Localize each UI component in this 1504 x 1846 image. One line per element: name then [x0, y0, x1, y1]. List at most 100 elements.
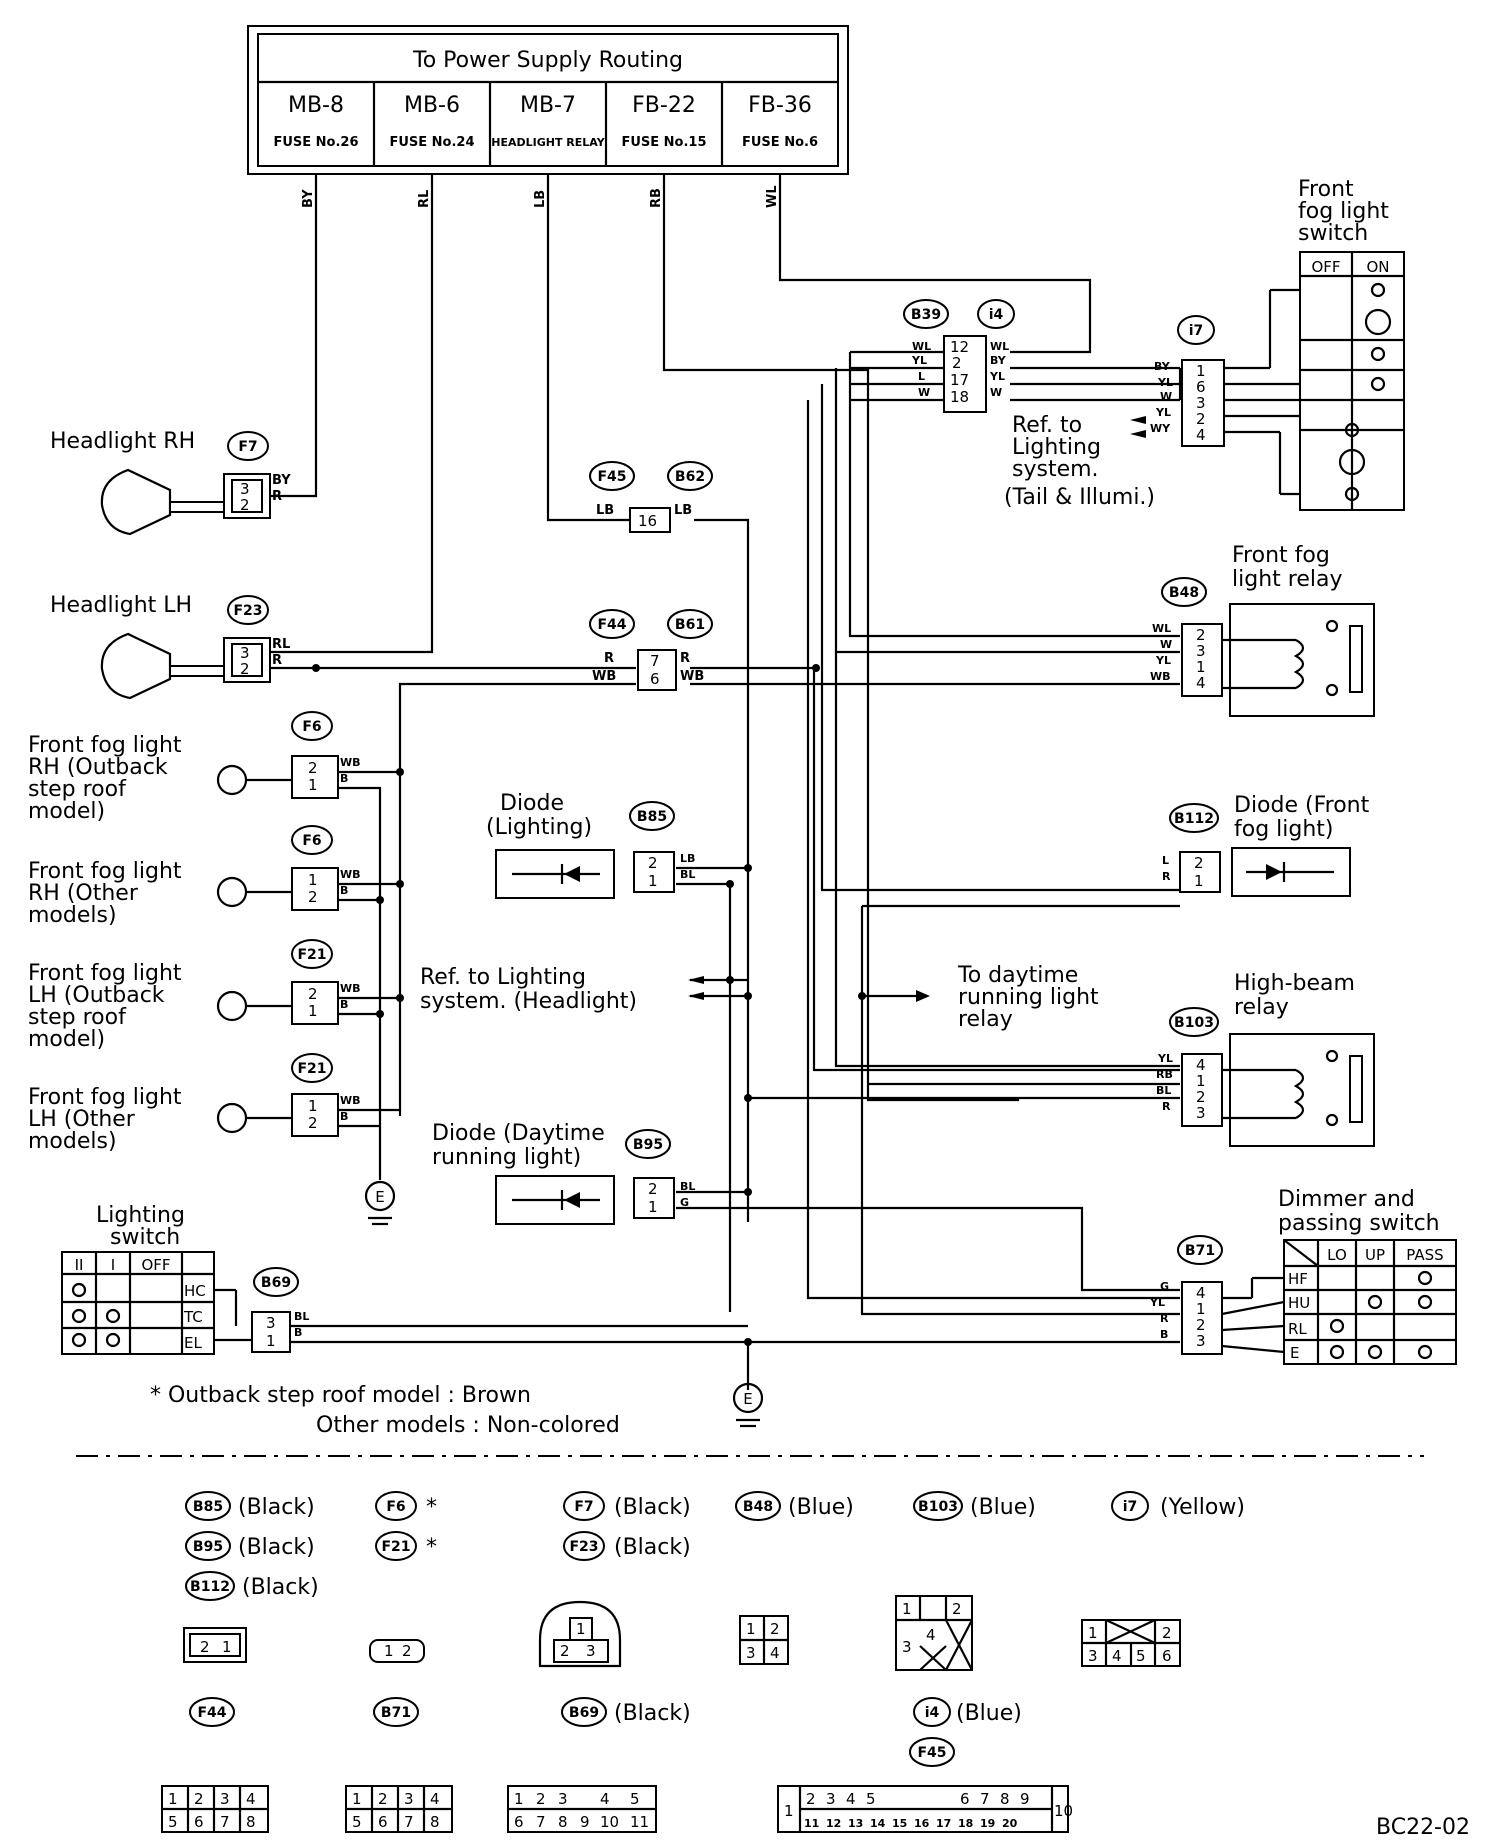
- svg-text:7: 7: [220, 1813, 230, 1831]
- svg-text:WB: WB: [340, 756, 361, 769]
- svg-text:2: 2: [402, 1642, 412, 1660]
- conn-f45: F45: [597, 469, 626, 485]
- svg-text:4: 4: [1112, 1647, 1122, 1665]
- svg-text:LB: LB: [674, 503, 692, 518]
- conn-b103: B103: [1174, 1015, 1214, 1031]
- svg-text:4: 4: [1196, 674, 1206, 692]
- svg-text:R: R: [1162, 870, 1171, 883]
- legend-f21: F21: [381, 1539, 410, 1555]
- conn-b95: B95: [633, 1137, 663, 1153]
- conn-f6-a: F6: [302, 719, 321, 735]
- ps-desc-4: FUSE No.15: [621, 135, 706, 150]
- svg-text:BY: BY: [1154, 360, 1171, 373]
- ref-tail-l4: (Tail & Illumi.): [1004, 485, 1155, 510]
- legend-i7: i7: [1123, 1499, 1138, 1515]
- svg-text:11: 11: [630, 1813, 649, 1831]
- svg-text:2: 2: [1162, 1624, 1172, 1642]
- ref-tail-l3: system.: [1012, 457, 1099, 482]
- ref-headlight: Ref. to Lighting system. (Headlight): [420, 965, 704, 1014]
- svg-text:1: 1: [308, 1002, 318, 1020]
- fog-switch-off: OFF: [1311, 258, 1340, 276]
- svg-text:1: 1: [222, 1638, 232, 1656]
- svg-text:2: 2: [378, 1790, 388, 1808]
- svg-text:3: 3: [240, 644, 250, 662]
- svg-text:BY: BY: [990, 354, 1007, 367]
- svg-text:1: 1: [648, 1198, 658, 1216]
- svg-text:4: 4: [1196, 1056, 1206, 1074]
- ground-symbol-center: E: [732, 1382, 764, 1428]
- svg-text:17: 17: [950, 371, 969, 389]
- connector-labels: F7 F23 F6 F6 F21 F21 F45 B62 F44 B61 B39…: [227, 299, 1223, 1297]
- wire-label-lb: LB: [533, 190, 548, 208]
- svg-text:3: 3: [220, 1790, 230, 1808]
- legend-f6: F6: [386, 1499, 405, 1515]
- svg-text:WB: WB: [340, 1094, 361, 1107]
- legend-b112: B112: [190, 1579, 230, 1595]
- junction-dots: [312, 664, 866, 1346]
- svg-text:2: 2: [952, 1600, 962, 1618]
- svg-text:18: 18: [958, 1817, 973, 1830]
- svg-text:4: 4: [246, 1790, 256, 1808]
- svg-text:2: 2: [200, 1638, 210, 1656]
- dimmer-col-lo: LO: [1327, 1246, 1347, 1264]
- ps-code-4: FB-22: [632, 93, 696, 118]
- fog-lh-outback-l1: Front fog light: [28, 961, 182, 986]
- diode-fog-l1: Diode (Front: [1234, 793, 1370, 818]
- svg-text:B: B: [340, 1110, 348, 1123]
- conn-f21-b: F21: [297, 1061, 326, 1077]
- ls-col-i: I: [111, 1256, 115, 1274]
- conn-i4: i4: [989, 307, 1004, 323]
- legend-b85: B85: [193, 1499, 223, 1515]
- svg-text:R: R: [604, 651, 614, 666]
- svg-text:2: 2: [194, 1790, 204, 1808]
- svg-text:R: R: [1162, 1100, 1171, 1113]
- svg-text:5: 5: [168, 1813, 178, 1831]
- lighting-switch-l1: Lighting: [96, 1203, 185, 1228]
- fog-rh-other-l3: models): [28, 903, 117, 928]
- svg-text:2: 2: [308, 985, 318, 1003]
- svg-text:G: G: [1160, 1280, 1169, 1293]
- svg-text:LB: LB: [680, 852, 695, 865]
- svg-text:12: 12: [950, 338, 969, 356]
- highbeam-relay-l2: relay: [1234, 995, 1289, 1020]
- headlight-lh: Headlight LH 3 2 RL R: [50, 593, 290, 700]
- svg-text:2: 2: [1196, 410, 1206, 428]
- conn-b112: B112: [1174, 811, 1214, 827]
- fog-rh-outback-l2: RH (Outback: [28, 755, 168, 780]
- legend-b48: B48: [743, 1499, 773, 1515]
- svg-text:10: 10: [1054, 1802, 1073, 1820]
- svg-text:WB: WB: [340, 868, 361, 881]
- fog-lh-other-l2: LH (Other: [28, 1107, 136, 1132]
- fog-switch-area: 12 2 17 18 WL YL L W WL BY YL W 1 6 3 2 …: [911, 177, 1405, 511]
- svg-text:3: 3: [1088, 1647, 1098, 1665]
- fog-lh-other-l3: models): [28, 1129, 117, 1154]
- ps-code-5: FB-36: [748, 93, 812, 118]
- svg-text:5: 5: [1136, 1647, 1146, 1665]
- svg-text:1: 1: [1196, 658, 1206, 676]
- drl-arrow: [916, 990, 930, 1002]
- notes: * Outback step roof model : Brown Other …: [76, 1383, 1424, 1457]
- legend-f6-color: *: [426, 1495, 437, 1520]
- svg-text:1: 1: [1088, 1624, 1098, 1642]
- svg-text:9: 9: [1020, 1790, 1030, 1808]
- ls-row-el: EL: [184, 1334, 202, 1352]
- lighting-switch-l2: switch: [110, 1225, 180, 1250]
- svg-text:WL: WL: [1152, 622, 1171, 635]
- dimmer-col-pass: PASS: [1406, 1246, 1443, 1264]
- fog-lh-other-l1: Front fog light: [28, 1085, 182, 1110]
- svg-text:B: B: [340, 884, 348, 897]
- dimmer-col-up: UP: [1365, 1246, 1385, 1264]
- fog-lh-outback-l2: LH (Outback: [28, 983, 165, 1008]
- svg-text:8: 8: [430, 1813, 440, 1831]
- svg-text:2: 2: [536, 1790, 546, 1808]
- svg-text:B: B: [1160, 1328, 1168, 1341]
- ps-code-3: MB-7: [520, 93, 576, 118]
- svg-text:2: 2: [308, 888, 318, 906]
- svg-text:2: 2: [240, 660, 250, 678]
- dimmer-row-hu: HU: [1288, 1294, 1310, 1312]
- fog-rh-outback-l1: Front fog light: [28, 733, 182, 758]
- svg-text:8: 8: [1000, 1790, 1010, 1808]
- svg-text:1: 1: [1194, 872, 1204, 890]
- fog-switch-l2: fog light: [1298, 199, 1389, 224]
- svg-text:1: 1: [352, 1790, 362, 1808]
